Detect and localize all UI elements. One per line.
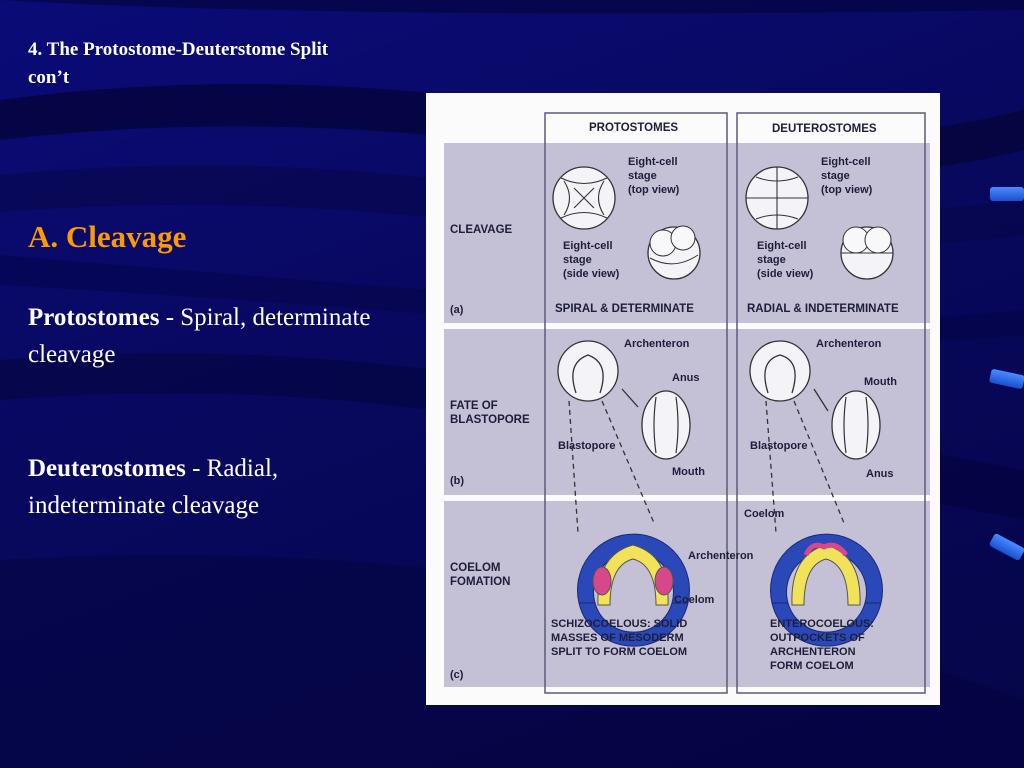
decor-bar-1 [990,187,1024,201]
deuterostomes-bullet: Deuterostomes - Radial, indeterminate cl… [28,450,388,524]
proto-top-label-3: (top view) [628,184,680,196]
proto-coelom-desc-1: SCHIZOCOELOUS: SOLID [551,618,687,630]
deuterostomes-header: DEUTEROSTOMES [772,123,877,135]
deutero-top-label-2: stage [821,170,850,182]
deuterostomes-description: - Radial, indeterminate cleavage [28,455,279,519]
row-fate-label-2: BLASTOPORE [450,414,530,426]
proto-coelom-desc-2: MASSES OF MESODERM [551,632,684,644]
proto-mouth-label: Mouth [672,466,705,478]
proto-top-label-1: Eight-cell [628,156,678,168]
protostomes-term: Protostomes [28,304,160,331]
proto-anus-label: Anus [672,372,700,384]
proto-dashed-guides [568,400,655,534]
deuterostomes-term: Deuterostomes [28,455,186,482]
panel-b-label: (b) [450,475,464,487]
proto-cleavage-type: SPIRAL & DETERMINATE [555,303,694,315]
section-heading: A. Cleavage [28,219,187,254]
deutero-cleavage-type: RADIAL & INDETERMINATE [747,303,899,315]
proto-coelom-desc-3: SPLIT TO FORM COELOM [551,646,687,658]
deutero-top-label-1: Eight-cell [821,156,871,168]
row-coelom-label-2: FOMATION [450,576,510,588]
deutero-coelom-desc-1: ENTEROCOELOUS: [770,618,874,630]
row-fate-label-1: FATE OF [450,400,498,412]
cleavage-comparison-figure: PROTOSTOMES DEUTEROSTOMES CLEAVAGE FATE … [426,93,940,705]
row-cleavage-label: CLEAVAGE [450,224,513,236]
deutero-archenteron-label: Archenteron [816,338,882,350]
deutero-eight-cell-side-illustration [840,226,894,280]
figure-drawing: PROTOSTOMES DEUTEROSTOMES CLEAVAGE FATE … [444,112,930,694]
proto-side-label-1: Eight-cell [563,240,613,252]
deutero-enterocoelous-illustration [770,533,883,647]
proto-gastrula-illustration [557,340,619,402]
proto-archenteron-label: Archenteron [624,338,690,350]
deutero-side-label-1: Eight-cell [757,240,807,252]
protostome-column [544,112,728,694]
deutero-mouth-label: Mouth [864,376,897,388]
deutero-eight-cell-top-illustration [745,166,809,230]
deutero-coelom-desc-2: OUTPOCKETS OF [770,632,865,644]
proto-embryo-mouth-illustration [641,390,691,460]
protostomes-header: PROTOSTOMES [589,122,678,134]
deutero-anus-label: Anus [866,468,894,480]
panel-c-label: (c) [450,669,464,681]
proto-side-label-2: stage [563,254,592,266]
proto-arrow [621,388,639,408]
deutero-gastrula-illustration [749,340,811,402]
deutero-arrow [813,388,829,412]
proto-eight-cell-top-illustration [552,166,616,230]
deutero-dashed-guides [765,400,845,534]
protostomes-description: - Spiral, determinate cleavage [28,304,371,368]
deutero-coelom-label: Coelom [744,508,785,520]
deutero-embryo-anus-illustration [831,390,881,460]
deuterostome-column [736,112,926,694]
deutero-top-label-3: (top view) [821,184,873,196]
deutero-side-label-2: stage [757,254,786,266]
proto-top-label-2: stage [628,170,657,182]
row-coelom-label-1: COELOM [450,562,500,574]
proto-schizocoelous-illustration [577,533,690,647]
deutero-side-label-3: (side view) [757,268,814,280]
slide-title: 4. The Protostome-Deuterstome Split con’… [28,39,329,88]
protostomes-bullet: Protostomes - Spiral, determinate cleava… [28,299,388,373]
deutero-coelom-desc-3: ARCHENTERON [770,646,856,658]
proto-eight-cell-side-illustration [647,225,701,280]
proto-side-label-3: (side view) [563,268,620,280]
archenteron-center-label: Archenteron [688,550,754,562]
proto-coelom-label: Coelom [674,594,715,606]
proto-blastopore-label: Blastopore [558,440,615,452]
panel-a-label: (a) [450,304,464,316]
deutero-blastopore-label: Blastopore [750,440,807,452]
deutero-coelom-desc-4: FORM COELOM [770,660,854,672]
